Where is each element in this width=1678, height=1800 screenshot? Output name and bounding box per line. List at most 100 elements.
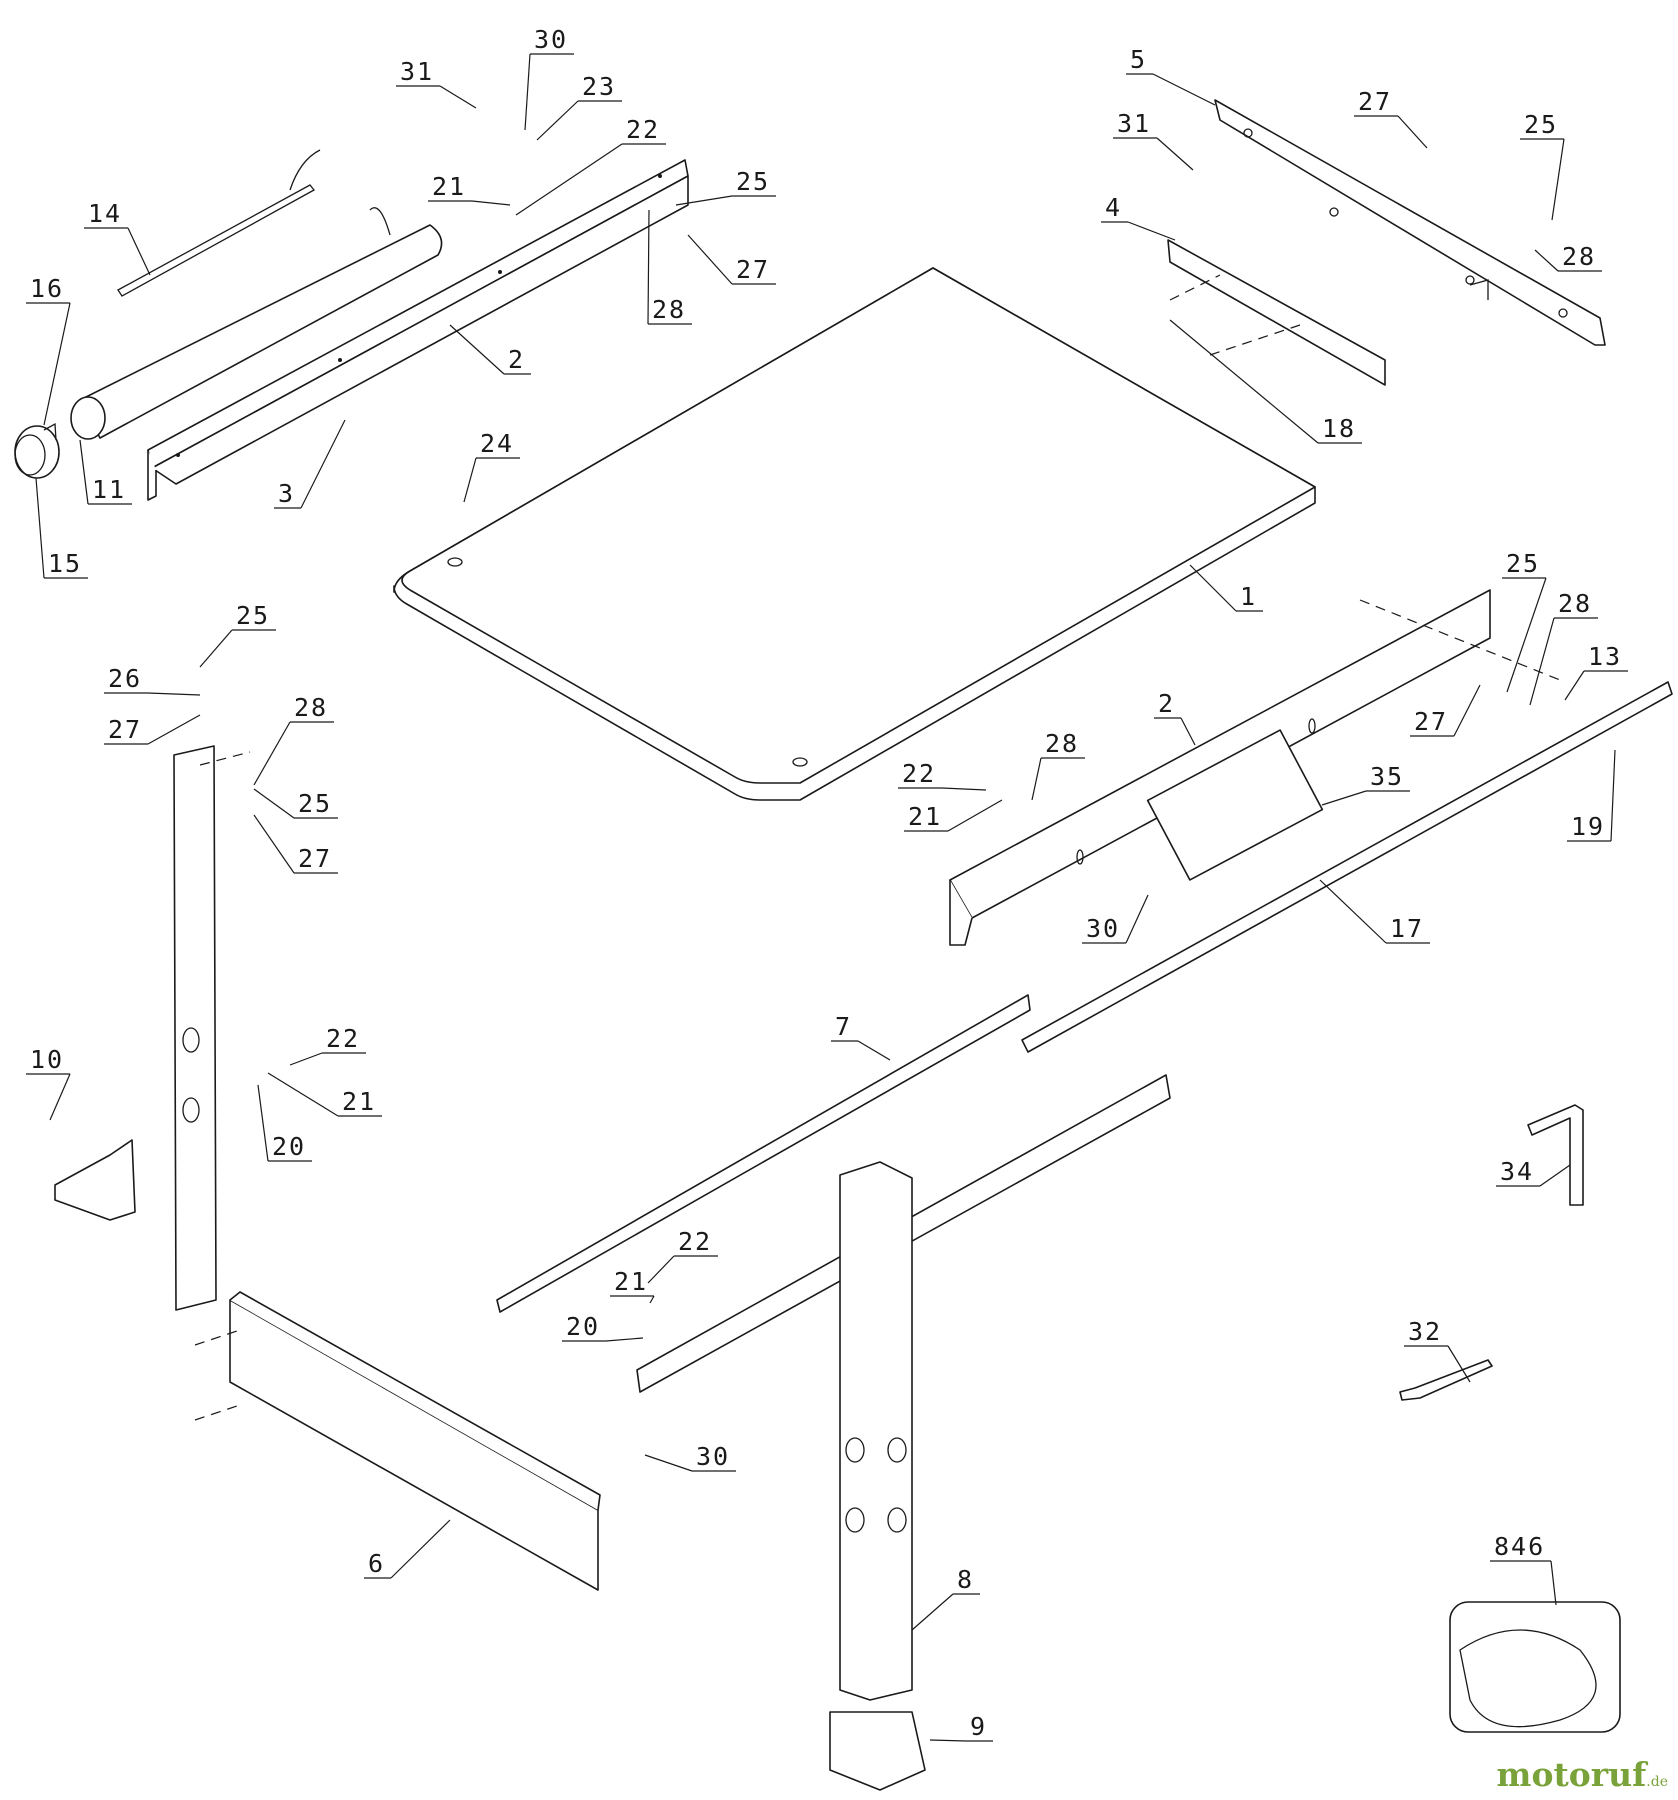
foot	[54, 1139, 136, 1221]
callout-28: 28	[1534, 242, 1602, 272]
callout-leader	[257, 1084, 269, 1162]
callout-26: 26	[104, 664, 201, 696]
callout-leader	[127, 227, 151, 276]
watermark-brand: motoruf	[1496, 1755, 1647, 1794]
callout-leader	[300, 419, 346, 509]
callout-32: 32	[1404, 1317, 1471, 1383]
hardware-bag	[1449, 1601, 1621, 1733]
callout-22: 22	[647, 1227, 718, 1284]
callout-number: 21	[908, 802, 942, 831]
callout-number: 23	[582, 72, 616, 101]
callout-leader	[1550, 1560, 1557, 1606]
callout-leader	[1152, 73, 1216, 106]
callout-number: 22	[626, 115, 660, 144]
callout-20: 20	[562, 1312, 644, 1342]
callout-number: 3	[278, 479, 295, 508]
callout-number: 30	[696, 1442, 730, 1471]
callout-leader	[1397, 115, 1428, 149]
callout-leader	[1610, 749, 1616, 842]
assembly-line	[194, 1404, 241, 1421]
callout-number: 34	[1500, 1157, 1534, 1186]
callout-31: 31	[396, 57, 477, 109]
callout-number: 25	[236, 601, 270, 630]
callout-leader	[1125, 894, 1149, 944]
callout-number: 28	[294, 693, 328, 722]
callout-13: 13	[1564, 642, 1628, 701]
callout-4: 4	[1101, 193, 1176, 241]
callout-22: 22	[515, 115, 666, 216]
callout-number: 25	[1524, 110, 1558, 139]
hex-keys	[1399, 1104, 1584, 1401]
callout-20: 20	[257, 1084, 312, 1162]
callout-leader	[647, 1255, 675, 1284]
callout-number: 8	[957, 1565, 974, 1594]
callout-25: 25	[1520, 110, 1565, 221]
assembly-line	[194, 1329, 241, 1346]
callout-22: 22	[289, 1024, 366, 1066]
left-extension-rail	[147, 159, 689, 501]
callout-leader	[267, 1072, 339, 1117]
callout-leader	[147, 714, 201, 745]
callout-2: 2	[1154, 689, 1196, 746]
callout-leader	[644, 1454, 693, 1472]
callout-30: 30	[524, 25, 574, 131]
callout-25: 25	[199, 601, 276, 668]
callout-28: 28	[1031, 729, 1085, 801]
callout-leader	[536, 100, 579, 141]
callout-number: 31	[1117, 109, 1151, 138]
rear-bracket	[1167, 99, 1606, 386]
callout-leader	[199, 629, 233, 668]
callout-7: 7	[831, 1012, 891, 1061]
callout-number: 30	[1086, 914, 1120, 943]
callout-23: 23	[536, 72, 622, 141]
callout-number: 20	[272, 1132, 306, 1161]
callout-leader	[687, 234, 733, 285]
callout-leader	[1319, 879, 1387, 944]
callout-21: 21	[267, 1072, 382, 1117]
left-leg	[173, 745, 217, 1311]
callout-leader	[463, 457, 477, 503]
callout-leader	[1506, 577, 1547, 693]
callout-number: 17	[1390, 914, 1424, 943]
callout-leader	[941, 787, 987, 791]
callout-leader	[1453, 684, 1481, 737]
callout-27: 27	[253, 814, 338, 874]
callout-3: 3	[274, 419, 346, 509]
callout-number: 13	[1588, 642, 1622, 671]
callout-number: 20	[566, 1312, 600, 1341]
callout-number: 25	[736, 167, 770, 196]
callout-27: 27	[687, 234, 776, 285]
callout-30: 30	[644, 1442, 736, 1472]
callout-leader	[947, 799, 1003, 832]
callout-number: 27	[298, 844, 332, 873]
callout-leader	[1529, 617, 1555, 706]
callout-19: 19	[1567, 749, 1616, 842]
callout-6: 6	[364, 1519, 451, 1579]
callout-leader	[289, 1052, 323, 1066]
assembly-line	[1359, 599, 1561, 681]
callout-leader	[857, 1040, 891, 1061]
callout-number: 4	[1105, 193, 1122, 222]
callout-leader	[1031, 757, 1042, 801]
callout-number: 27	[1358, 87, 1392, 116]
callout-28: 28	[253, 693, 334, 786]
callout-1: 1	[1189, 564, 1263, 612]
callout-24: 24	[463, 429, 520, 503]
callout-number: 25	[298, 789, 332, 818]
callout-8: 8	[911, 1565, 980, 1631]
callout-18: 18	[1169, 319, 1362, 444]
callout-number: 22	[678, 1227, 712, 1256]
assembly-line	[199, 751, 251, 766]
callout-number: 2	[508, 345, 525, 374]
callout-21: 21	[610, 1267, 655, 1304]
callout-number: 16	[30, 274, 64, 303]
callout-2: 2	[449, 324, 531, 375]
callout-number: 28	[1045, 729, 1079, 758]
callout-leader	[1189, 564, 1237, 612]
callout-27: 27	[104, 714, 201, 745]
callout-22: 22	[898, 759, 987, 791]
callout-14: 14	[84, 199, 151, 276]
callout-10: 10	[26, 1045, 71, 1121]
callout-11: 11	[79, 439, 132, 505]
callout-number: 2	[1158, 689, 1175, 718]
